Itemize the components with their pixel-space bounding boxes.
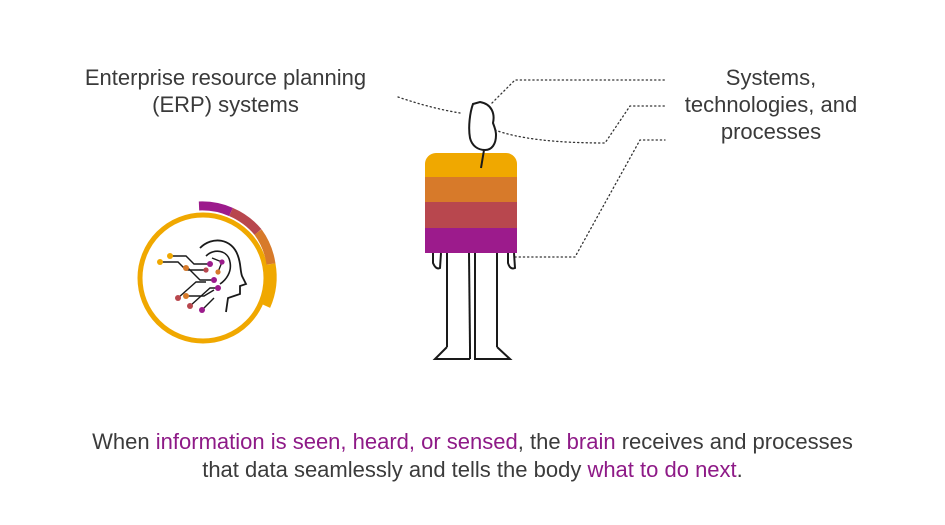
systems-label-line-3: processes (720, 119, 822, 144)
band-magenta (425, 228, 517, 253)
systems-label: Systems, technologies, and processes (660, 64, 882, 145)
technologies-leader-line (494, 105, 666, 144)
band-rose (425, 202, 517, 228)
caption-line-1: When information is seen, heard, or sens… (20, 428, 925, 456)
caption-highlight-brain: brain (566, 429, 616, 454)
systems-leader-line (491, 79, 666, 104)
caption: When information is seen, heard, or sens… (20, 428, 925, 484)
systems-label-line-1: Systems, (725, 65, 817, 90)
figure-head (468, 100, 498, 152)
person-figure (425, 100, 517, 360)
icon-head-outline (199, 239, 248, 313)
band-orange (425, 177, 517, 202)
caption-text: , the (517, 429, 567, 454)
figure-left-hand (432, 252, 442, 270)
erp-leader-line (397, 96, 461, 114)
systems-label-line-2: technologies, and (684, 92, 858, 117)
caption-text: that data seamlessly and tells the body (202, 457, 588, 482)
erp-systems-label: Enterprise resource planning (ERP) syste… (58, 64, 393, 118)
leader-lines (397, 79, 666, 258)
figure-torso (425, 153, 517, 253)
processes-leader-line (514, 139, 666, 258)
ai-head-circuit-icon (137, 201, 277, 344)
figure-right-hand (507, 252, 517, 270)
icon-circuit-nodes (157, 253, 225, 313)
figure-neck (480, 149, 485, 169)
caption-text: When (92, 429, 156, 454)
figure-legs (432, 252, 513, 360)
erp-label-line-1: Enterprise resource planning (84, 65, 367, 90)
caption-highlight-next: what to do next (587, 457, 737, 482)
caption-text: . (736, 457, 743, 482)
caption-line-2: that data seamlessly and tells the body … (20, 456, 925, 484)
icon-ring (137, 212, 269, 344)
erp-label-line-2: (ERP) systems (152, 92, 299, 117)
caption-text: receives and processes (615, 429, 853, 454)
caption-highlight-information: information is seen, heard, or sensed (155, 429, 518, 454)
